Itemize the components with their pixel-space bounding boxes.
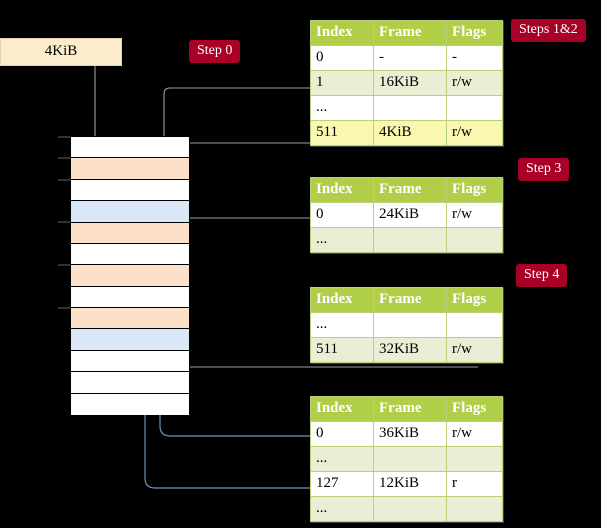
- frame-size-label: 4KiB: [44, 43, 78, 59]
- memory-row: [71, 393, 189, 415]
- column-header-flags: Flags: [446, 396, 503, 422]
- memory-row: [71, 329, 189, 351]
- memory-row: [71, 222, 189, 244]
- table-header-row: Index Frame Flags: [310, 177, 503, 203]
- column-header-frame: Frame: [373, 396, 447, 422]
- table-header-row: Index Frame Flags: [310, 396, 503, 422]
- badge-step-4: Step 4: [516, 264, 568, 287]
- cell-frame: 24KiB: [373, 202, 447, 228]
- cell-frame: [373, 95, 447, 121]
- cell-frame: 4KiB: [373, 120, 447, 146]
- cell-index: 1: [310, 70, 374, 96]
- badge-step-0-label: Step 0: [197, 43, 233, 58]
- cell-flags: r/w: [446, 70, 503, 96]
- cell-frame: [373, 312, 447, 338]
- cell-frame: 16KiB: [373, 70, 447, 96]
- cell-index: 511: [310, 120, 374, 146]
- cell-frame: [373, 496, 447, 522]
- table-header-row: Index Frame Flags: [310, 20, 503, 46]
- column-header-frame: Frame: [373, 177, 447, 203]
- column-header-index: Index: [310, 396, 374, 422]
- cell-frame: [373, 446, 447, 472]
- badge-step-3: Step 3: [518, 158, 570, 181]
- cell-index: 0: [310, 421, 374, 447]
- cell-frame: [373, 227, 447, 253]
- cell-index: 127: [310, 471, 374, 497]
- memory-row: [71, 243, 189, 266]
- column-header-flags: Flags: [446, 20, 503, 46]
- cell-flags: [446, 95, 503, 121]
- column-header-flags: Flags: [446, 177, 503, 203]
- table-row: 0 36KiB r/w: [310, 421, 503, 447]
- cell-frame: 12KiB: [373, 471, 447, 497]
- cell-flags: r: [446, 471, 503, 497]
- memory-row: [71, 201, 189, 223]
- table-row: 0 - -: [310, 45, 503, 71]
- table-row: 0 24KiB r/w: [310, 202, 503, 228]
- table-row: ...: [310, 446, 503, 472]
- page-table-4: Index Frame Flags 0 36KiB r/w ... 127 12…: [310, 396, 503, 522]
- column-header-frame: Frame: [373, 20, 447, 46]
- column-header-index: Index: [310, 20, 374, 46]
- badge-steps-1-2-label: Steps 1&2: [519, 22, 578, 37]
- page-table-2: Index Frame Flags 0 24KiB r/w ...: [310, 177, 503, 253]
- cell-index: 511: [310, 337, 374, 363]
- column-header-frame: Frame: [373, 287, 447, 313]
- badge-step-4-label: Step 4: [524, 267, 560, 282]
- cell-index: ...: [310, 312, 374, 338]
- cell-index: ...: [310, 95, 374, 121]
- cell-frame: 32KiB: [373, 337, 447, 363]
- frame-size-box: 4KiB: [0, 38, 122, 66]
- cell-flags: r/w: [446, 120, 503, 146]
- badge-steps-1-2: Steps 1&2: [511, 19, 586, 42]
- cell-index: 0: [310, 45, 374, 71]
- memory-row: [71, 350, 189, 373]
- table-row: 127 12KiB r: [310, 471, 503, 497]
- table-header-row: Index Frame Flags: [310, 287, 503, 313]
- cell-index: ...: [310, 496, 374, 522]
- memory-row: [71, 308, 189, 330]
- table-row: 511 32KiB r/w: [310, 337, 503, 363]
- cell-index: ...: [310, 227, 374, 253]
- cell-frame: -: [373, 45, 447, 71]
- cell-flags: [446, 446, 503, 472]
- cell-flags: [446, 227, 503, 253]
- column-header-flags: Flags: [446, 287, 503, 313]
- memory-row: [71, 265, 189, 287]
- table-row: ...: [310, 227, 503, 253]
- cell-flags: r/w: [446, 202, 503, 228]
- badge-step-3-label: Step 3: [526, 161, 562, 176]
- column-header-index: Index: [310, 287, 374, 313]
- table-row-highlighted: 511 4KiB r/w: [310, 120, 503, 146]
- column-header-index: Index: [310, 177, 374, 203]
- physical-memory-column: [70, 136, 190, 415]
- memory-row: [71, 372, 189, 394]
- cell-index: 0: [310, 202, 374, 228]
- badge-step-0: Step 0: [189, 40, 241, 63]
- memory-row: [71, 158, 189, 180]
- memory-row: [71, 179, 189, 202]
- table-row: ...: [310, 496, 503, 522]
- table-row: 1 16KiB r/w: [310, 70, 503, 96]
- cell-flags: r/w: [446, 337, 503, 363]
- page-table-3: Index Frame Flags ... 511 32KiB r/w: [310, 287, 503, 363]
- cell-frame: 36KiB: [373, 421, 447, 447]
- cell-flags: r/w: [446, 421, 503, 447]
- memory-row: [71, 137, 189, 159]
- cell-flags: [446, 312, 503, 338]
- page-table-1: Index Frame Flags 0 - - 1 16KiB r/w ... …: [310, 20, 503, 146]
- cell-flags: -: [446, 45, 503, 71]
- table-row: ...: [310, 95, 503, 121]
- cell-flags: [446, 496, 503, 522]
- cell-index: ...: [310, 446, 374, 472]
- table-row: ...: [310, 312, 503, 338]
- memory-row: [71, 286, 189, 308]
